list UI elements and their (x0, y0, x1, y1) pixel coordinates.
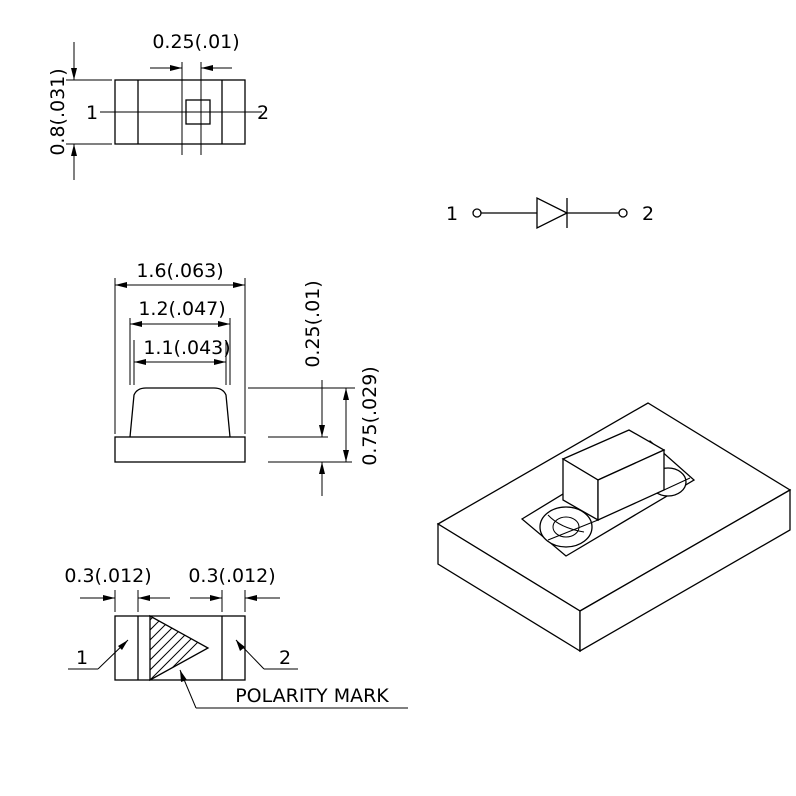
bottom-view: 0.3(.012) 0.3(.012) 1 2 POLARITY MARK (64, 565, 408, 709)
top-view-width-dimension: 0.25(.01) (152, 31, 239, 53)
polarity-mark-label: POLARITY MARK (235, 685, 389, 707)
side-view-body-width-dimension: 1.2(.047) (138, 298, 225, 320)
symbol-pin-2-label: 2 (642, 203, 654, 225)
bottom-view-pin-1-label: 1 (76, 647, 88, 669)
side-view-total-width-dimension: 1.6(.063) (136, 260, 223, 282)
side-view: 1.6(.063) 1.2(.047) 1.1(.043) 0.25(.01) … (114, 260, 381, 496)
bottom-view-pin-2-label: 2 (279, 647, 291, 669)
symbol-pin-1-label: 1 (446, 203, 458, 225)
bottom-view-left-pad-dimension: 0.3(.012) (64, 565, 151, 587)
top-view-height-dimension: 0.8(.031) (47, 68, 69, 155)
top-view-pin-2-label: 2 (257, 102, 269, 124)
side-view-pad-height-dimension: 0.25(.01) (302, 280, 324, 367)
top-view: 0.25(.01) 0.8(.031) 1 2 (47, 31, 269, 180)
bottom-view-body (114, 615, 246, 681)
isometric-view (436, 402, 792, 653)
side-view-lens (129, 387, 231, 438)
side-view-lens-width-dimension: 1.1(.043) (143, 337, 230, 359)
diode-triangle (536, 196, 569, 230)
top-view-chip (185, 99, 211, 125)
iso-board-right (579, 488, 791, 653)
polarity-mark-triangle (149, 614, 210, 682)
side-view-base (114, 436, 246, 463)
top-view-pin-1-label: 1 (86, 102, 98, 124)
side-view-body-height-dimension: 0.75(.029) (359, 366, 381, 465)
diode-symbol: 1 2 (446, 196, 654, 230)
bottom-view-right-pad-dimension: 0.3(.012) (188, 565, 275, 587)
